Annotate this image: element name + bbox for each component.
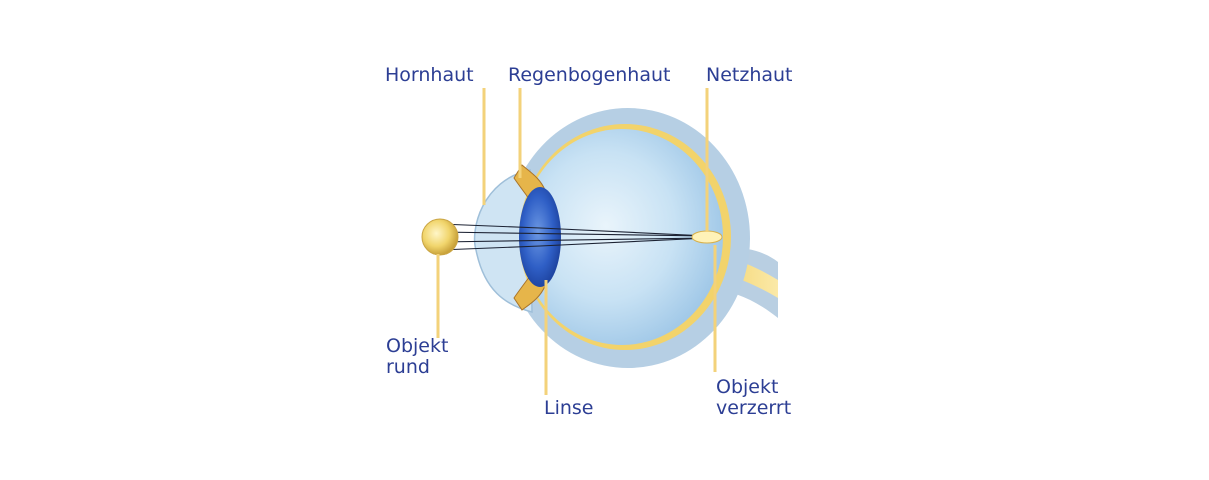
image-on-retina bbox=[691, 230, 723, 244]
vitreous-body bbox=[521, 129, 723, 345]
leader-lines bbox=[436, 88, 717, 395]
label-cornea-text: Hornhaut bbox=[385, 64, 474, 86]
lens-shape bbox=[519, 187, 561, 287]
object-round bbox=[421, 218, 459, 256]
label-iris-text: Regenbogenhaut bbox=[508, 64, 671, 86]
label-object-distorted-line2: verzerrt bbox=[716, 397, 792, 419]
label-cornea: Hornhaut bbox=[385, 65, 474, 86]
label-retina-text: Netzhaut bbox=[706, 64, 793, 86]
label-object-round-line1: Objekt bbox=[386, 335, 449, 357]
label-iris: Regenbogenhaut bbox=[508, 65, 670, 86]
label-object-round-line2: rund bbox=[386, 356, 430, 378]
light-rays bbox=[439, 223, 709, 251]
label-lens-text: Linse bbox=[544, 397, 594, 419]
label-object-distorted-line1: Objekt bbox=[716, 376, 779, 398]
label-lens: Linse bbox=[544, 398, 594, 419]
label-retina: Netzhaut bbox=[706, 65, 793, 86]
label-object-distorted: Objekt verzerrt bbox=[716, 377, 791, 419]
label-object-round: Objekt rund bbox=[386, 336, 448, 378]
